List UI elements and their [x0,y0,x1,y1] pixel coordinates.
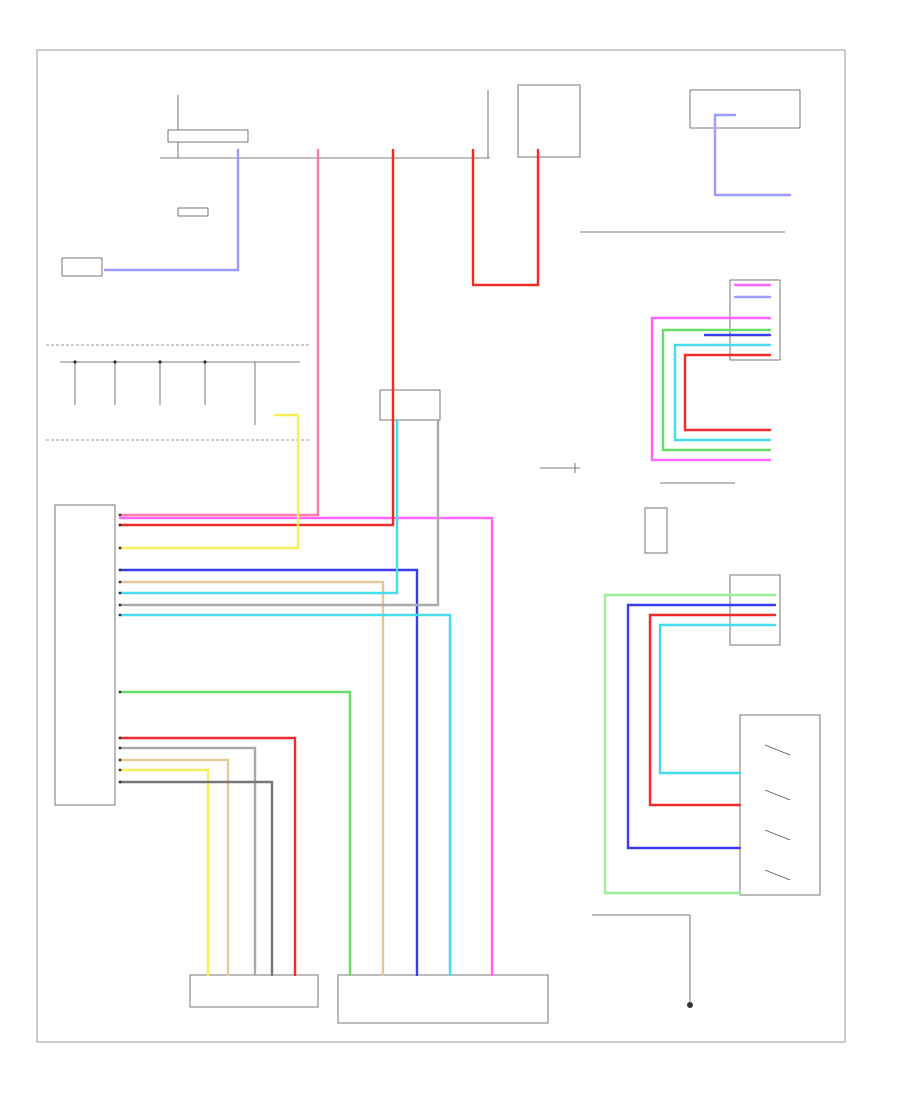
wire-cyan-right [673,343,772,442]
wire-tan-bottom [118,758,230,977]
connector-top-right [689,89,801,129]
wire-magenta-right [650,316,772,462]
wire-red-right [683,353,772,432]
junction-block-left [167,129,249,143]
small-module-right [644,507,668,554]
connector-right-mid [729,279,781,361]
wire-red-center [118,148,395,527]
connector-top-left [177,207,209,217]
sensor-assembly-bottom-left [189,974,319,1008]
wire-cyan-long [118,613,452,977]
switch-row [73,360,256,425]
wire-yellow-switch [118,413,300,550]
wire-red-right-lower [648,613,777,807]
control-unit-bottom-center [337,974,549,1024]
wire-magenta-long [118,516,494,977]
wire-dark-gray-bottom [118,780,274,977]
wire-light-blue-right [713,113,792,197]
ground-symbol-bottom-right [592,914,693,1008]
relay-box-top-right [517,84,581,158]
wire-tan-long [118,580,385,977]
wire-cyan-fuse [118,418,399,595]
wire-pink-top [118,148,320,517]
diagram-frame [36,49,846,1043]
wire-blue-long [118,568,419,977]
wire-green-long [118,690,352,977]
main-ecu-box [54,504,116,806]
seat-switch-contacts [764,744,791,881]
wire-cyan-right-lower [658,623,777,775]
wire-red-relay [471,148,540,287]
fuse-box-center [379,389,441,421]
wire-red-bottom [118,736,297,977]
connector-right-lower [729,574,781,646]
wire-green-right-lower [603,593,777,895]
seat-memory-switch [739,714,821,896]
wire-blue-right [626,603,777,850]
wire-gray-bottom [118,746,257,977]
wire-light-blue-left [103,148,240,272]
wire-gray-center [118,418,440,607]
switch-left [61,257,103,277]
ground-symbol-center-right [540,463,580,473]
wire-yellow-bottom [118,768,210,977]
ecu-pin-dots [118,513,122,784]
wire-green-right [661,328,772,452]
